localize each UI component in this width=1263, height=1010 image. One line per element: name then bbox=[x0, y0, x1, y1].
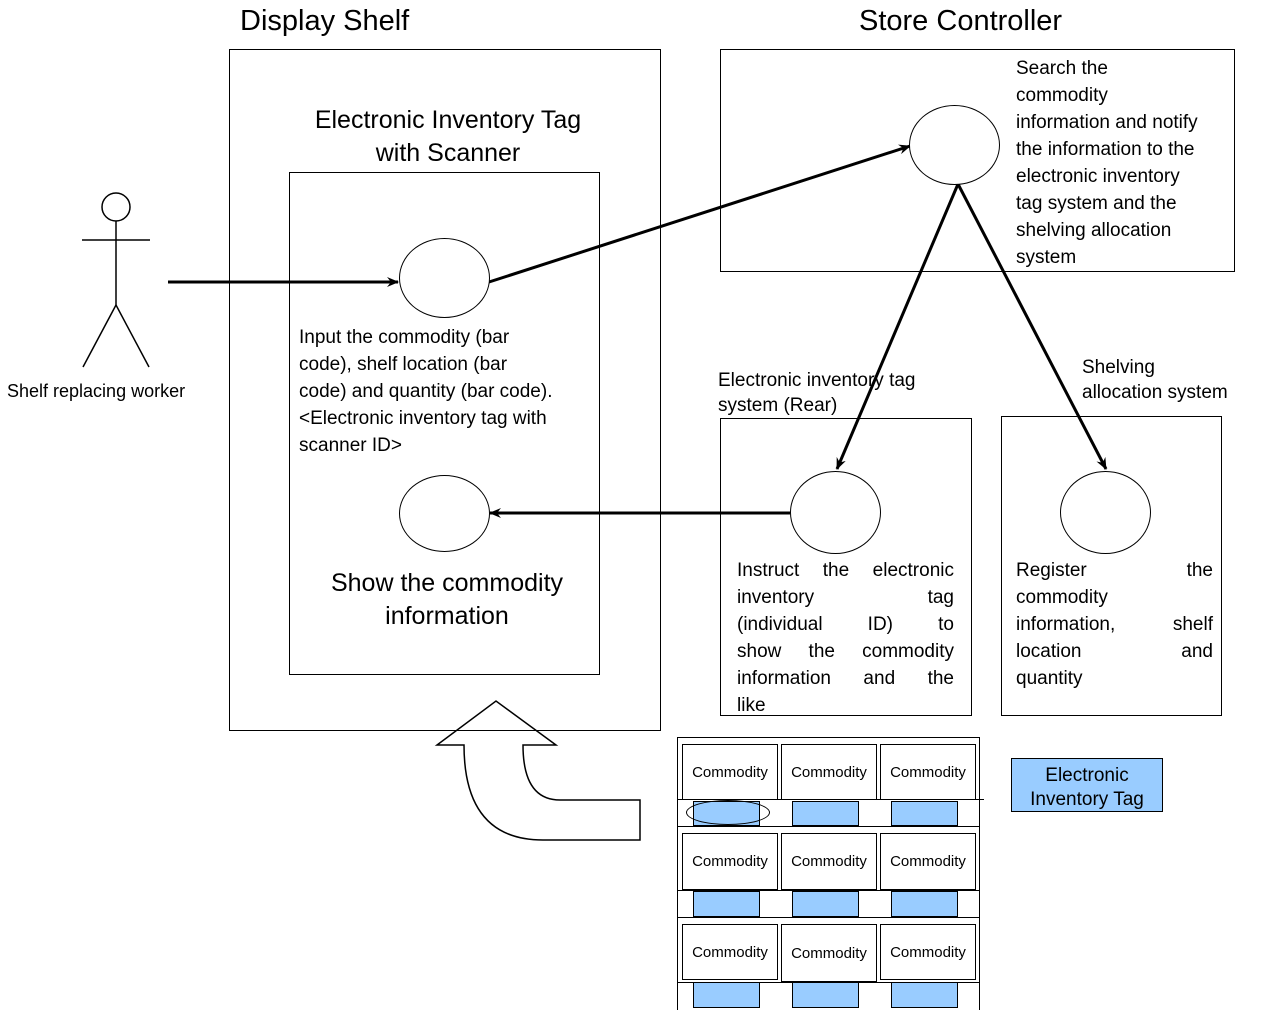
show-usecase-ellipse bbox=[399, 475, 490, 552]
register-usecase-description: Register the commodity information, shel… bbox=[1016, 560, 1213, 689]
commodity-cell: Commodity bbox=[682, 924, 778, 980]
tag-system-box bbox=[720, 418, 972, 716]
shelving-system-label: Shelving allocation system bbox=[1082, 357, 1228, 403]
search-usecase-description: Search the commodity information and not… bbox=[1016, 58, 1198, 268]
actor-label: Shelf replacing worker bbox=[7, 381, 186, 401]
inventory-tag bbox=[693, 982, 760, 1008]
scanned-tag-highlight bbox=[686, 800, 770, 825]
inventory-tag bbox=[792, 891, 859, 917]
inventory-tag bbox=[693, 891, 760, 917]
instruct-usecase-description: Instruct the electronic inventory tag (i… bbox=[737, 560, 954, 716]
instruct-usecase-ellipse bbox=[790, 471, 881, 554]
commodity-cell: Commodity bbox=[781, 924, 877, 982]
inventory-tag bbox=[891, 982, 958, 1008]
shelf-illustration bbox=[677, 737, 980, 1010]
inventory-tag bbox=[891, 801, 958, 826]
scanner-tag-box bbox=[289, 172, 600, 675]
commodity-cell: Commodity bbox=[781, 744, 877, 800]
legend-inventory-tag-label: Electronic Inventory Tag bbox=[1030, 765, 1144, 810]
shelving-system-box bbox=[1001, 416, 1222, 716]
search-usecase-ellipse bbox=[909, 105, 1000, 185]
legend-inventory-tag-swatch bbox=[1011, 758, 1163, 812]
scanner-title-line2: with Scanner bbox=[375, 139, 521, 167]
input-usecase-description: Input the commodity (bar code), shelf lo… bbox=[299, 327, 553, 456]
inventory-tag bbox=[792, 982, 859, 1008]
display-shelf-title: Display Shelf bbox=[240, 5, 410, 37]
commodity-cell: Commodity bbox=[682, 744, 778, 800]
shelf-divider bbox=[677, 890, 980, 891]
show-usecase-line2: information bbox=[385, 602, 509, 630]
commodity-cell: Commodity bbox=[880, 833, 976, 890]
commodity-cell: Commodity bbox=[880, 744, 976, 800]
shelf-divider bbox=[677, 917, 980, 918]
commodity-cell: Commodity bbox=[781, 833, 877, 890]
shelf-divider bbox=[677, 982, 980, 983]
register-usecase-ellipse bbox=[1060, 471, 1151, 554]
commodity-cell: Commodity bbox=[880, 924, 976, 980]
scanner-title-line1: Electronic Inventory Tag bbox=[314, 106, 582, 134]
tag-system-label: Electronic inventory tag system (Rear) bbox=[718, 370, 916, 416]
stick-figure-icon bbox=[82, 192, 150, 368]
input-usecase-ellipse bbox=[399, 238, 490, 318]
display-shelf-box bbox=[229, 49, 661, 731]
commodity-cell: Commodity bbox=[682, 833, 778, 890]
shelf-divider bbox=[677, 799, 984, 800]
store-controller-box bbox=[720, 49, 1235, 272]
shelf-divider bbox=[677, 826, 980, 827]
inventory-tag bbox=[891, 891, 958, 917]
inventory-tag bbox=[792, 801, 859, 826]
store-controller-title: Store Controller bbox=[859, 5, 1063, 37]
show-usecase-line1: Show the commodity bbox=[330, 569, 564, 597]
